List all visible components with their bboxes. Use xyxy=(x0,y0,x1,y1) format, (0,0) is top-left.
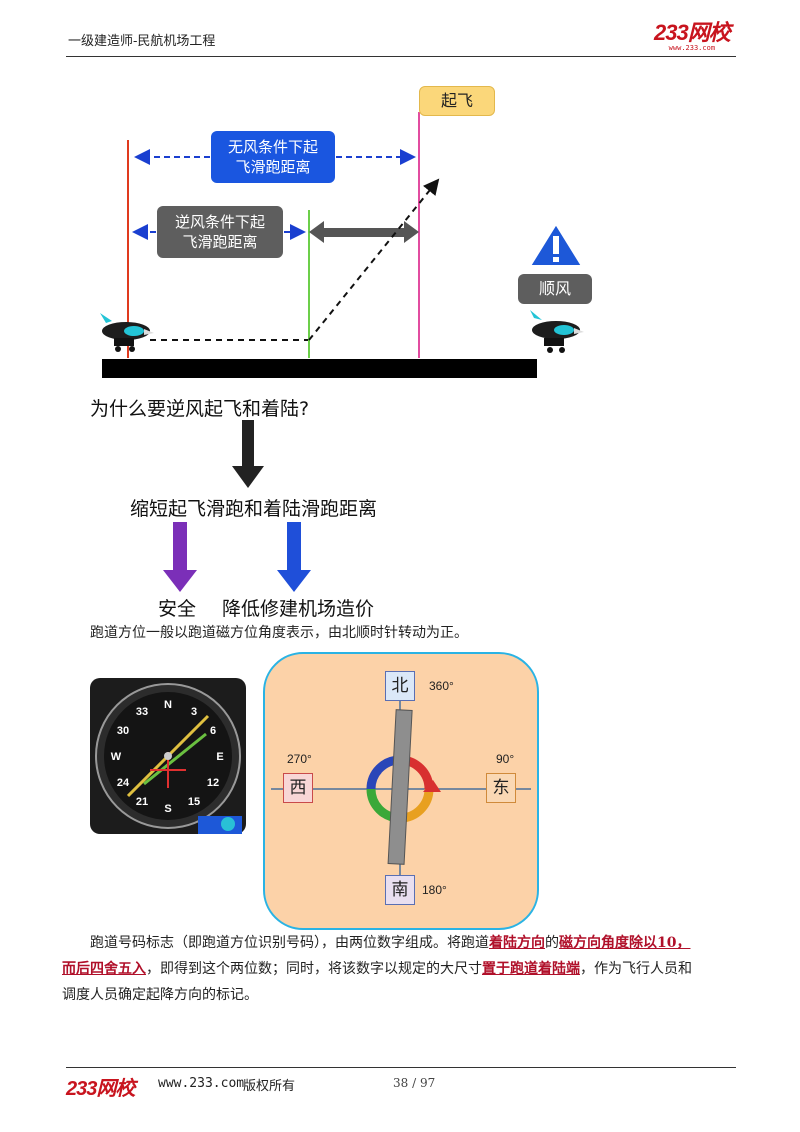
header-logo-url: www.233.com xyxy=(668,44,716,52)
distance-difference-arrow xyxy=(309,221,419,243)
paragraph-line-3: 调度人员确定起降方向的标记。 xyxy=(62,987,258,1003)
highlight-magnetic-angle: 磁方向角度除以10， xyxy=(559,935,691,951)
compass-mark-E: E xyxy=(216,751,223,763)
compass-mark-24: 24 xyxy=(117,777,130,789)
answer-text: 缩短起飞滑跑和着陆滑跑距离 xyxy=(130,498,378,520)
airplane-left-icon xyxy=(100,313,154,352)
direction-north: 北 xyxy=(385,671,415,701)
takeoff-label: 起飞 xyxy=(419,86,495,116)
compass-mark-15: 15 xyxy=(188,796,200,808)
header-logo-text: 233网校 xyxy=(654,20,731,45)
climb-path xyxy=(308,178,440,341)
compass-mark-W: W xyxy=(111,751,122,763)
degree-north: 360° xyxy=(429,679,454,693)
takeoff-distance-diagram xyxy=(100,112,584,592)
airplane-right-icon xyxy=(530,310,584,353)
question-text: 为什么要逆风起飞和着陆? xyxy=(90,398,310,420)
result-cost: 降低修建机场造价 xyxy=(222,598,375,620)
down-arrow-black xyxy=(232,420,264,488)
compass-dial-marks: 33 N 3 6E 12 15S 21 24 W 30 xyxy=(111,699,224,815)
result-safety: 安全 xyxy=(158,598,197,620)
down-arrow-blue xyxy=(277,522,311,592)
paragraph-runway-orientation: 跑道方位一般以跑道磁方位角度表示，由北顺时针转动为正。 xyxy=(90,625,468,641)
footer-divider xyxy=(66,1067,736,1068)
headwind-distance-label: 逆风条件下起 飞滑跑距离 xyxy=(157,206,283,258)
footer-logo[interactable]: 233网校 xyxy=(66,1078,135,1100)
tailwind-label: 顺风 xyxy=(518,274,592,304)
warning-icon xyxy=(528,222,584,267)
highlight-rounding: 而后四舍五入 xyxy=(62,961,146,977)
document-header-title: 一级建造师-民航机场工程 xyxy=(68,34,216,49)
compass-instrument: 33 N 3 6E 12 15S 21 24 W 30 xyxy=(90,678,246,834)
direction-east: 东 xyxy=(486,773,516,803)
footer-site-link[interactable]: www.233.com xyxy=(158,1076,245,1091)
direction-west: 西 xyxy=(283,773,313,803)
compass-mark-6: 6 xyxy=(210,725,216,737)
highlight-landing-end: 置于跑道着陆端 xyxy=(482,961,580,977)
down-arrow-purple xyxy=(163,522,197,592)
degree-south: 180° xyxy=(422,883,447,897)
page-number: 38 / 97 xyxy=(393,1076,436,1090)
cardinal-direction-diagram xyxy=(271,682,531,884)
compass-mark-12: 12 xyxy=(207,777,219,789)
degree-west: 270° xyxy=(287,752,312,766)
direction-south: 南 xyxy=(385,875,415,905)
footer-copyright: 版权所有 xyxy=(243,1079,296,1094)
highlight-landing-direction: 着陆方向 xyxy=(489,935,545,951)
compass-mark-N: N xyxy=(164,699,172,711)
degree-east: 90° xyxy=(496,752,515,766)
paragraph-runway-number: 跑道号码标志（即跑道方位识别号码），由两位数字组成。将跑道着陆方向的磁方向角度除… xyxy=(62,930,742,1008)
compass-mark-30: 30 xyxy=(117,725,129,737)
header-logo[interactable]: 233网校 www.233.com xyxy=(654,20,731,53)
compass-mark-33: 33 xyxy=(136,706,148,718)
compass-mark-3: 3 xyxy=(191,706,197,718)
runway-bar xyxy=(102,359,537,378)
compass-mark-S: S xyxy=(164,803,171,815)
calm-distance-label: 无风条件下起 飞滑跑距离 xyxy=(211,131,335,183)
header-divider xyxy=(66,56,736,57)
runway-strip xyxy=(387,709,413,865)
compass-mark-21: 21 xyxy=(136,796,148,808)
